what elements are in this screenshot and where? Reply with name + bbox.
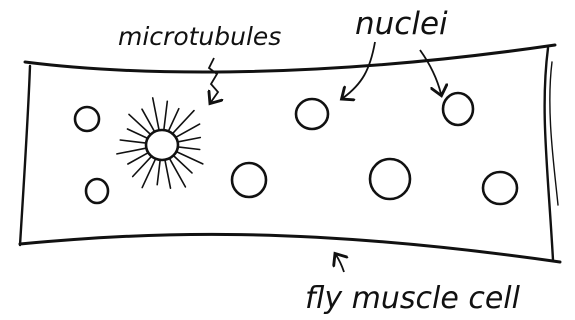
microtubule-ray: [175, 151, 203, 164]
microtubule-ray: [176, 147, 200, 150]
cell-membrane-right: [545, 48, 553, 260]
nucleus: [86, 179, 108, 203]
microtubule-ray: [120, 140, 148, 143]
microtubule-ray: [117, 148, 148, 154]
nucleus: [296, 99, 328, 129]
microtubules-label: microtubules: [118, 22, 281, 51]
microtubule-ray: [164, 101, 168, 131]
nucleus: [75, 107, 99, 131]
cell-arrow: [336, 255, 344, 272]
cell-membrane-right-inner: [550, 62, 558, 205]
nucleus: [443, 93, 473, 125]
microtubule-ray: [165, 159, 171, 189]
nuclei-label: nuclei: [355, 6, 448, 42]
cell-membrane-left: [20, 66, 30, 245]
nucleus: [370, 159, 410, 199]
microtubule-ray: [172, 111, 195, 135]
nuclei-arrow-left: [343, 42, 375, 98]
microtubule-ray: [169, 157, 186, 187]
cell-membrane-bottom: [20, 234, 560, 262]
nucleus: [232, 163, 266, 197]
microtubule-ray: [153, 98, 160, 131]
nuclei-arrow-right: [420, 50, 441, 94]
microtubule-ray: [129, 114, 152, 135]
microtubule-ray: [142, 158, 156, 188]
aster-nucleus: [146, 130, 178, 160]
microtubules-pointer: [209, 58, 218, 102]
cell-membrane-top: [25, 45, 555, 72]
microtubule-ray: [176, 138, 201, 143]
microtubule-ray: [174, 124, 199, 138]
microtubule-aster: [117, 98, 203, 188]
nucleus: [483, 172, 517, 204]
cell-label: fly muscle cell: [305, 281, 521, 316]
microtubule-ray: [157, 159, 160, 185]
